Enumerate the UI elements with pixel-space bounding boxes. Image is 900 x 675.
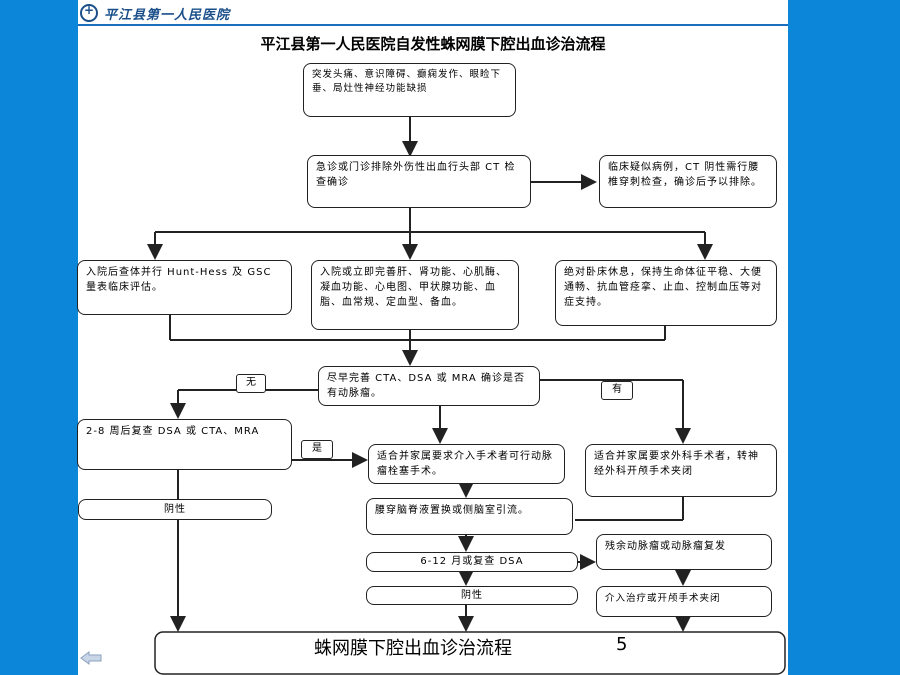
suspected-case-box: 临床疑似病例，CT 阴性需行腰椎穿刺检查，确诊后予以排除。 — [599, 155, 777, 208]
cta-dsa-box: 尽早完善 CTA、DSA 或 MRA 确诊是否有动脉瘤。 — [318, 366, 540, 406]
further-treatment-box: 介入治疗或开颅手术夹闭 — [596, 586, 772, 617]
hunt-hess-box: 入院后查体并行 Hunt-Hess 及 GSC 量表临床评估。 — [77, 260, 292, 315]
bed-rest-box: 绝对卧床休息，保持生命体征平稳、大便通畅、抗血管痉挛、止血、控制血压等对症支持。 — [555, 260, 777, 326]
admission-tests-box: 入院或立即完善肝、肾功能、心肌酶、凝血功能、心电图、甲状腺功能、血脂、血常规、定… — [311, 260, 519, 330]
footer-caption: 蛛网膜下腔出血诊治流程 — [314, 638, 512, 659]
residual-aneurysm-box: 残余动脉瘤或动脉瘤复发 — [596, 534, 772, 570]
emergency-ct-box: 急诊或门诊排除外伤性出血行头部 CT 检查确诊 — [307, 155, 531, 208]
left-blue-bar — [0, 0, 78, 675]
hospital-emblem-icon — [80, 3, 98, 22]
hospital-logo: 平江县第一人民医院 — [80, 2, 230, 24]
lumbar-drain-box: 腰穿脑脊液置换或侧脑室引流。 — [366, 498, 573, 535]
negative-box-left: 阴性 — [78, 499, 272, 520]
recheck-6-12-months-box: 6-12 月或复查 DSA — [366, 552, 578, 572]
tag-has: 有 — [601, 381, 633, 400]
interventional-box: 适合并家属要求介入手术者可行动脉瘤栓塞手术。 — [368, 444, 565, 484]
surgical-box: 适合并家属要求外科手术者，转神经外科开颅手术夹闭 — [585, 444, 777, 497]
hospital-name: 平江县第一人民医院 — [104, 7, 231, 23]
page-title: 平江县第一人民医院自发性蛛网膜下腔出血诊治流程 — [260, 35, 606, 53]
recheck-2-8-weeks-box: 2-8 周后复查 DSA 或 CTA、MRA — [77, 419, 292, 470]
page-number: 5 — [616, 634, 628, 655]
symptoms-box: 突发头痛、意识障碍、癫痫发作、眼睑下垂、局灶性神经功能缺损 — [303, 63, 516, 117]
header-divider — [78, 24, 788, 26]
back-arrow-icon[interactable] — [80, 650, 102, 665]
negative-box-right: 阴性 — [366, 586, 578, 605]
tag-no: 无 — [236, 374, 266, 393]
right-blue-bar — [788, 0, 900, 675]
tag-yes: 是 — [301, 440, 333, 459]
